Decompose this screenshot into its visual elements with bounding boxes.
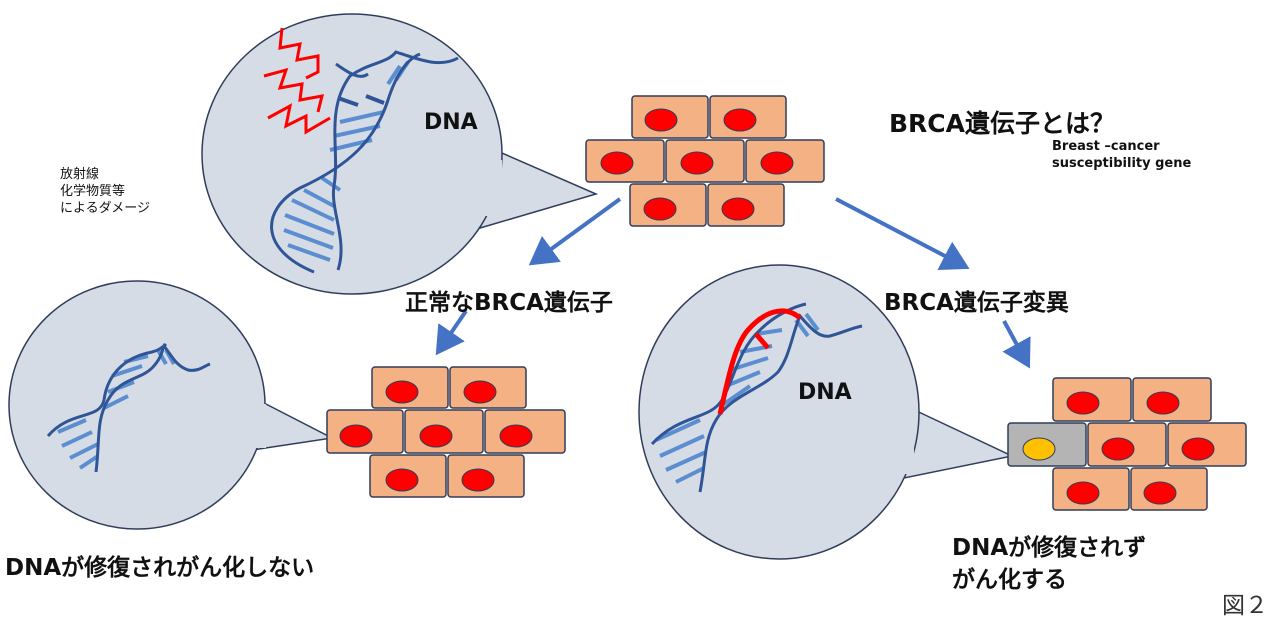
arrows bbox=[435, 197, 1031, 369]
damage-line-1: 放射線 bbox=[60, 167, 100, 182]
dna-label-right: DNA bbox=[798, 380, 852, 405]
mutant-result: DNAが修復されず がん化する bbox=[952, 532, 1146, 596]
subtitle-line-2: susceptibility gene bbox=[1052, 156, 1192, 171]
normal-result: DNAが修復されがん化しない bbox=[5, 555, 315, 581]
figure-label: 図２ bbox=[1222, 593, 1268, 619]
dna-label-top: DNA bbox=[424, 110, 478, 135]
subtitle: Breast –cancer susceptibility gene bbox=[1052, 138, 1191, 172]
abnormal-nucleus bbox=[1022, 437, 1056, 461]
damage-note: 放射線 化学物質等 によるダメージ bbox=[60, 166, 150, 217]
arrow-to-mutant bbox=[835, 197, 970, 271]
left-cell-cluster bbox=[326, 366, 566, 498]
damaged-dna-helix bbox=[270, 50, 459, 274]
normal-brca-label: 正常なBRCA遺伝子 bbox=[405, 290, 613, 316]
mutant-dna-helix bbox=[650, 302, 863, 493]
right-bubble bbox=[638, 264, 1015, 560]
damage-line-3: によるダメージ bbox=[60, 201, 150, 216]
radiation-damage-icon bbox=[263, 27, 331, 135]
top-bubble bbox=[201, 13, 599, 295]
arrow-normal-down bbox=[435, 309, 468, 356]
title: BRCA遺伝子とは？ bbox=[889, 109, 1116, 138]
top-cell-cluster bbox=[585, 95, 825, 227]
mutant-result-line-1: DNAが修復されず bbox=[952, 535, 1147, 561]
normal-dna-helix bbox=[46, 342, 211, 473]
subtitle-line-1: Breast –cancer bbox=[1052, 139, 1160, 154]
mutant-result-line-2: がん化する bbox=[952, 567, 1067, 593]
right-cell-cluster bbox=[1007, 377, 1247, 511]
left-bubble bbox=[8, 280, 335, 530]
arrow-to-normal bbox=[528, 197, 622, 266]
damage-line-2: 化学物質等 bbox=[60, 184, 126, 199]
mutant-brca-label: BRCA遺伝子変異 bbox=[884, 290, 1069, 316]
arrow-mutant-down bbox=[1002, 320, 1031, 369]
